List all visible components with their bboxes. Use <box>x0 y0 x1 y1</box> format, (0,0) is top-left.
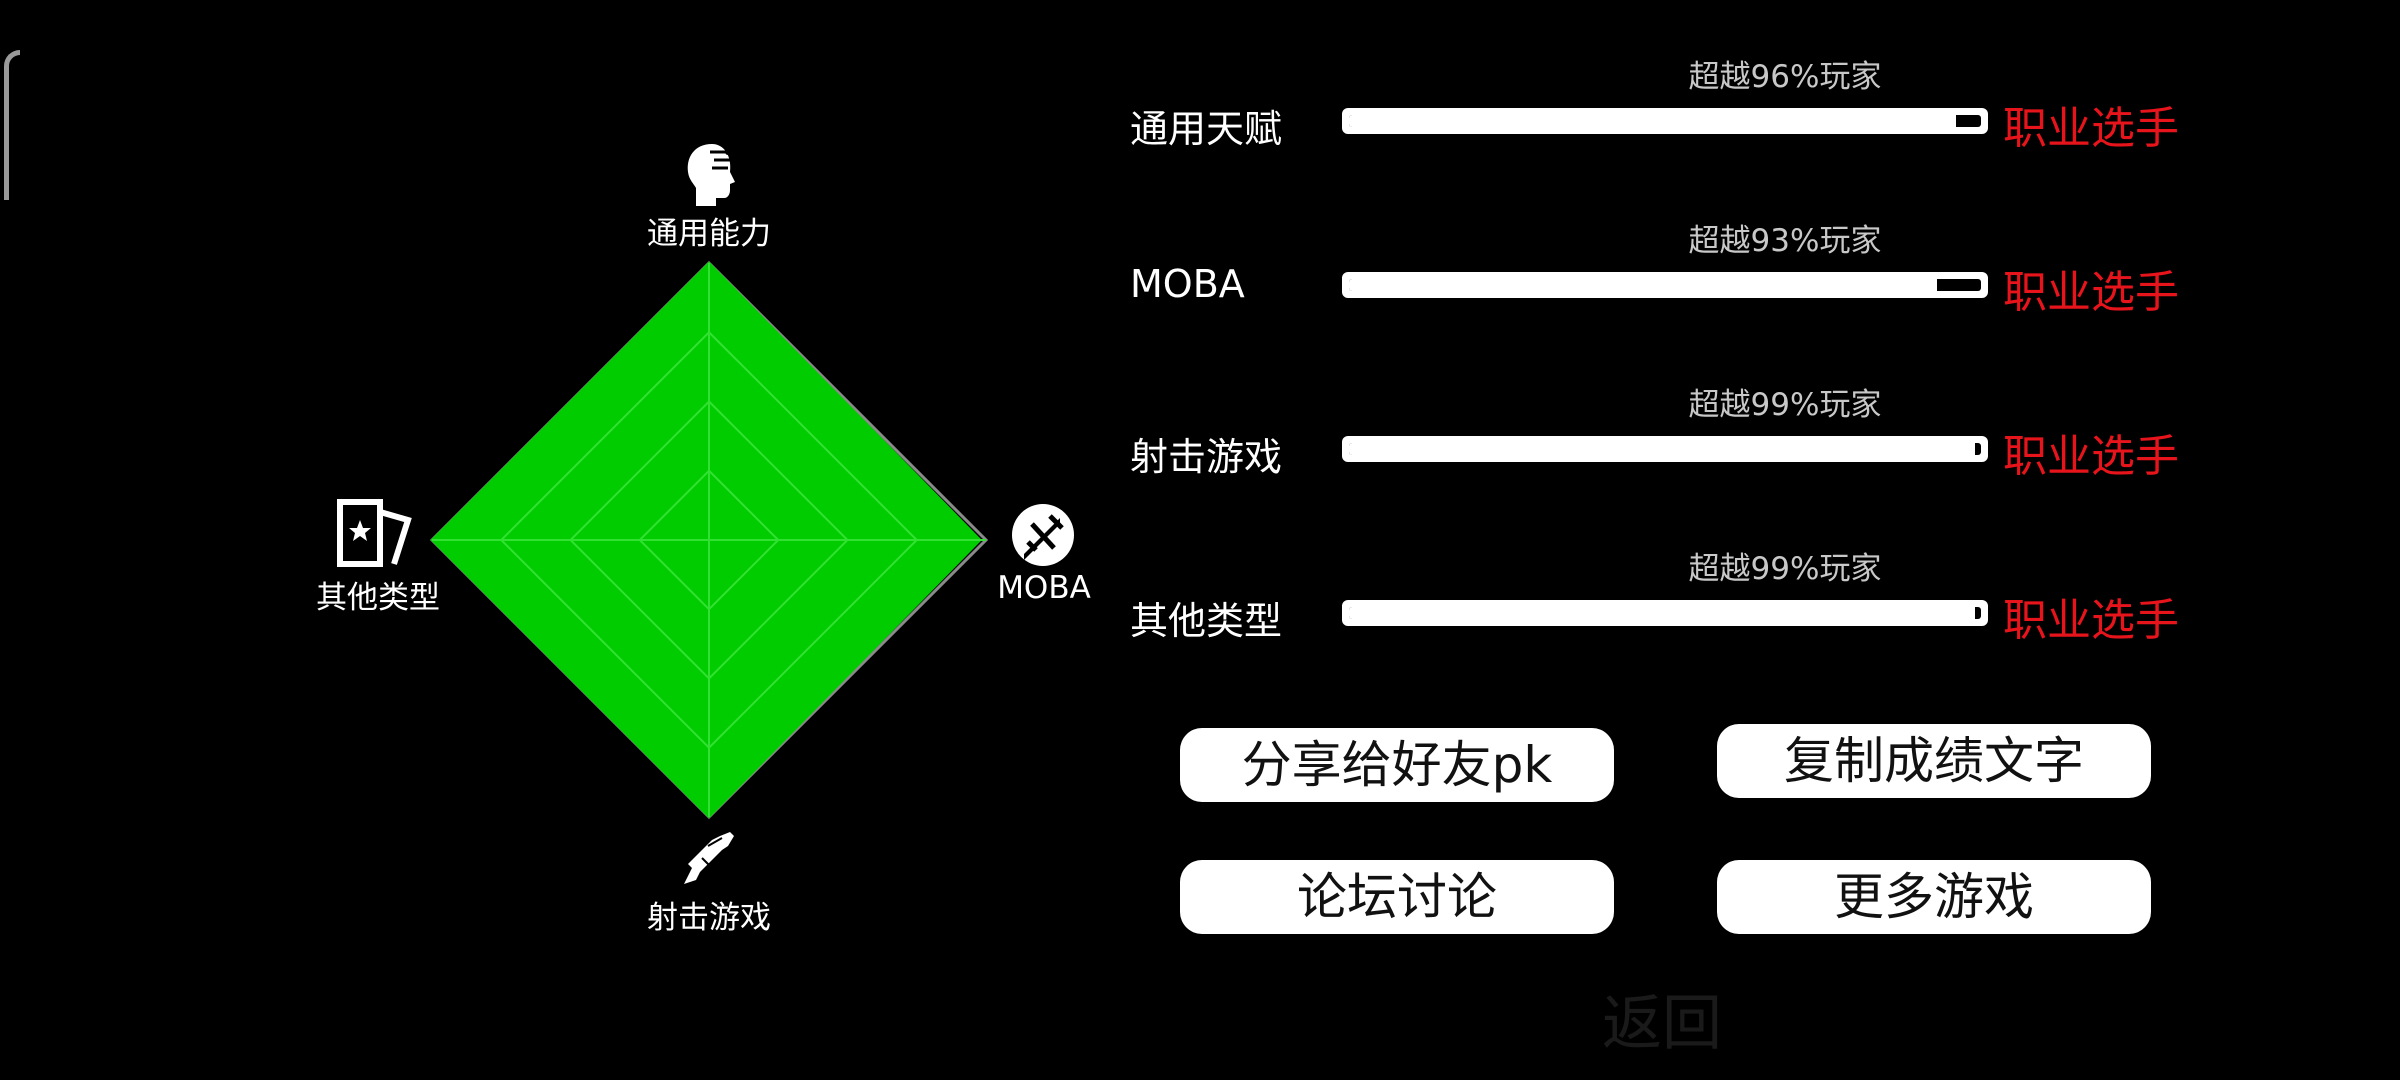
rank-label: 职业选手 <box>2003 431 2179 482</box>
more-games-button[interactable]: 更多游戏 <box>1717 860 2151 934</box>
copy-results-button[interactable]: 复制成绩文字 <box>1717 724 2151 798</box>
stat-name: 通用天赋 <box>1130 107 1283 151</box>
stat-name: MOBA <box>1130 262 1245 306</box>
axis-label-general: 通用能力 <box>647 216 771 252</box>
stat-percentile: 超越99%玩家 <box>1688 387 1882 423</box>
progress-bar <box>1342 272 1988 298</box>
progress-bar <box>1342 600 1988 626</box>
stat-row-moba: MOBA 超越93%玩家 职业选手 <box>1130 212 2210 322</box>
progress-bar <box>1342 436 1988 462</box>
stat-percentile: 超越93%玩家 <box>1688 223 1882 259</box>
progress-fill <box>1349 115 1956 127</box>
head-icon <box>687 144 736 206</box>
share-pk-button[interactable]: 分享给好友pk <box>1180 728 1614 802</box>
progress-fill <box>1349 607 1975 619</box>
axis-label-other: 其他类型 <box>316 580 440 616</box>
progress-fill <box>1349 443 1975 455</box>
axis-label-moba: MOBA <box>997 570 1091 606</box>
card-icon <box>337 499 412 567</box>
stat-row-other: 其他类型 超越99%玩家 职业选手 <box>1130 540 2210 650</box>
axis-label-shooter: 射击游戏 <box>647 900 771 936</box>
stat-row-shooter: 射击游戏 超越99%玩家 职业选手 <box>1130 376 2210 486</box>
back-button[interactable]: 返回 <box>1602 989 1722 1059</box>
stat-name: 射击游戏 <box>1130 435 1283 479</box>
stat-row-general: 通用天赋 超越96%玩家 职业选手 <box>1130 48 2210 158</box>
progress-fill <box>1349 279 1937 291</box>
stat-percentile: 超越96%玩家 <box>1688 59 1882 95</box>
edge-swipe-handle[interactable] <box>4 50 20 200</box>
sword-icon <box>1012 504 1074 566</box>
radar-chart <box>429 260 989 820</box>
rank-label: 职业选手 <box>2003 103 2179 154</box>
stat-percentile: 超越99%玩家 <box>1688 551 1882 587</box>
stat-name: 其他类型 <box>1130 599 1283 643</box>
rank-label: 职业选手 <box>2003 595 2179 646</box>
rank-label: 职业选手 <box>2003 267 2179 318</box>
gun-icon <box>684 832 734 884</box>
progress-bar <box>1342 108 1988 134</box>
forum-button[interactable]: 论坛讨论 <box>1180 860 1614 934</box>
